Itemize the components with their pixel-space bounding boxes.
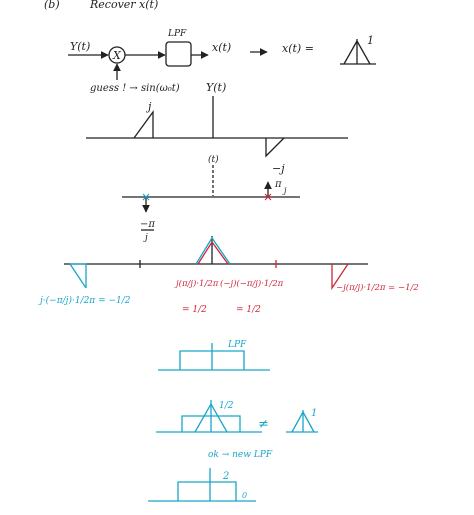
compare-sketch <box>156 400 318 433</box>
spectrum-sin-neg-den: j <box>143 233 148 243</box>
new-lpf-rect <box>177 481 237 501</box>
product-mid2-result: = 1/2 <box>236 305 261 315</box>
spectrum-sin-pos-label: π <box>274 179 282 190</box>
spectrum-Y: Y(t) j −j <box>86 81 348 175</box>
fix-zero: 0 <box>242 491 247 500</box>
result-peak: 1 <box>367 34 374 47</box>
product-mid2-expr: (−j)(−π/j)·1/2π <box>220 278 284 289</box>
product-center-red <box>197 240 229 265</box>
compare-neq: ≠ <box>258 417 269 432</box>
output-label: x(t) <box>212 41 231 54</box>
guess-note: guess ! → sin(ω₀t) <box>90 83 180 94</box>
spectrum-Y-neg-label: −j <box>272 162 285 175</box>
header-part: (b) <box>44 0 60 11</box>
product-left-expr: j·(−π/j)·1/2π = −1/2 <box>38 295 131 306</box>
result-lhs: x(t) = <box>282 42 314 55</box>
fix-note: ok → new LPF <box>208 450 273 460</box>
spectrum-Y-negative-triangle <box>265 137 285 158</box>
spectrum-sin-neg-label: −π <box>140 219 155 230</box>
spectrum-sin-title: (t) <box>208 154 219 165</box>
product-center-cyan <box>195 236 231 265</box>
spectrum-sin: (t) π j −π j <box>122 154 300 243</box>
compare-one-label: 1 <box>311 408 317 419</box>
product-left-triangle <box>70 263 87 288</box>
compare-half-triangle <box>194 402 228 433</box>
spectrum-Y-positive-triangle <box>133 110 154 139</box>
input-label: Y(t) <box>70 40 90 53</box>
fix-gain: 2 <box>222 471 229 482</box>
multiplier-symbol: X <box>112 49 122 62</box>
cross-marks <box>142 193 272 201</box>
result-triangle <box>343 39 371 65</box>
product-mid1-expr: j(π/j)·1/2π <box>174 278 219 289</box>
filter-block <box>165 41 192 67</box>
product-spectrum <box>64 236 368 291</box>
lpf-sketch <box>158 343 270 371</box>
product-right-expr: −j(π/j)·1/2π = −1/2 <box>336 282 419 293</box>
spectrum-Y-title: Y(t) <box>206 81 226 94</box>
filter-label: LPF <box>167 29 187 39</box>
spectrum-sin-pos-den: j <box>282 186 287 195</box>
product-right-triangle <box>331 263 349 291</box>
header-task: Recover x(t) <box>89 0 158 11</box>
spectrum-Y-pos-label: j <box>145 100 152 113</box>
new-lpf-sketch <box>148 468 256 502</box>
lpf-sketch-label: LPF <box>227 340 247 350</box>
compare-half-label: 1/2 <box>219 401 234 411</box>
compare-unit-triangle <box>291 410 315 433</box>
block-diagram: Y(t) X LPF x(t) x(t) = 1 guess ! → sin(ω… <box>68 29 376 94</box>
product-mid1-result: = 1/2 <box>182 305 207 315</box>
